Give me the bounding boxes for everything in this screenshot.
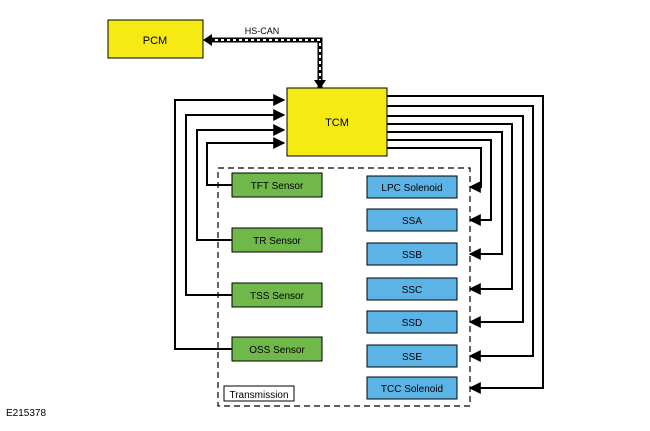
solenoid-ssd: SSD xyxy=(366,310,458,334)
hs-can-label: HS-CAN xyxy=(245,26,280,36)
solenoid-ssb-label: SSB xyxy=(402,250,422,261)
sensor-oss-label: OSS Sensor xyxy=(249,345,305,356)
sensor-tft: TFT Sensor xyxy=(231,172,323,198)
solenoid-ssa: SSA xyxy=(366,208,458,232)
tcm-module xyxy=(286,87,388,157)
sensor-oss: OSS Sensor xyxy=(231,336,323,362)
pcm-module xyxy=(107,19,204,59)
hs-can-bus xyxy=(203,34,326,89)
sensor-tss-label: TSS Sensor xyxy=(250,291,305,302)
solenoid-ssc: SSC xyxy=(366,277,458,301)
tcm-label: TCM xyxy=(325,117,349,129)
sensor-tss: TSS Sensor xyxy=(231,282,323,308)
solenoid-sse-label: SSE xyxy=(402,352,422,363)
solenoid-sse: SSE xyxy=(366,344,458,368)
solenoid-lpc: LPC Solenoid xyxy=(366,175,458,199)
sensor-tr-label: TR Sensor xyxy=(253,236,301,247)
sensor-tr: TR Sensor xyxy=(231,227,323,253)
solenoid-tcc: TCC Solenoid xyxy=(366,376,458,400)
solenoid-tcc-label: TCC Solenoid xyxy=(381,384,443,395)
transmission-label-box xyxy=(223,385,295,402)
solenoid-ssd-label: SSD xyxy=(402,318,423,329)
sensor-tft-label: TFT Sensor xyxy=(251,181,304,192)
transmission-label: Transmission xyxy=(229,390,288,401)
solenoid-lpc-label: LPC Solenoid xyxy=(381,183,442,194)
solenoid-ssb: SSB xyxy=(366,242,458,266)
solenoid-wires xyxy=(387,95,544,394)
sensor-wires xyxy=(174,94,286,350)
figure-id: E215378 xyxy=(6,408,46,419)
pcm-label: PCM xyxy=(143,35,167,47)
solenoid-ssa-label: SSA xyxy=(402,216,422,227)
solenoid-ssc-label: SSC xyxy=(402,285,423,296)
